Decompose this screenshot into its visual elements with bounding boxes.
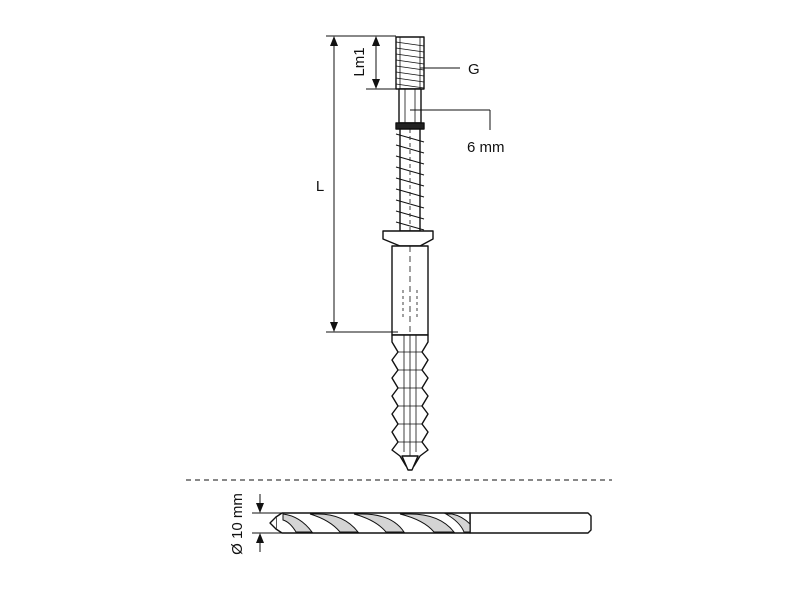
- thread-length-label: Lm1: [351, 47, 368, 76]
- dimension-Lm1: [366, 35, 396, 90]
- machine-thread-section: [395, 36, 425, 90]
- length-label: L: [316, 178, 324, 195]
- shank-section: [395, 88, 425, 130]
- drive-label: 6 mm: [467, 139, 505, 156]
- hanger-bolt: [395, 36, 425, 232]
- drill-flutes: [282, 513, 471, 533]
- thread-label: G: [468, 61, 480, 78]
- dimension-diameter: [252, 494, 300, 552]
- anchor-ribs: [391, 334, 429, 467]
- plug-anchor: [382, 230, 434, 471]
- drill-diameter-label: Ø 10 mm: [229, 493, 246, 555]
- drive-leader: [410, 109, 491, 130]
- dimension-L: [326, 35, 398, 333]
- wood-thread-section: [395, 128, 425, 232]
- drill-bit: [269, 512, 592, 534]
